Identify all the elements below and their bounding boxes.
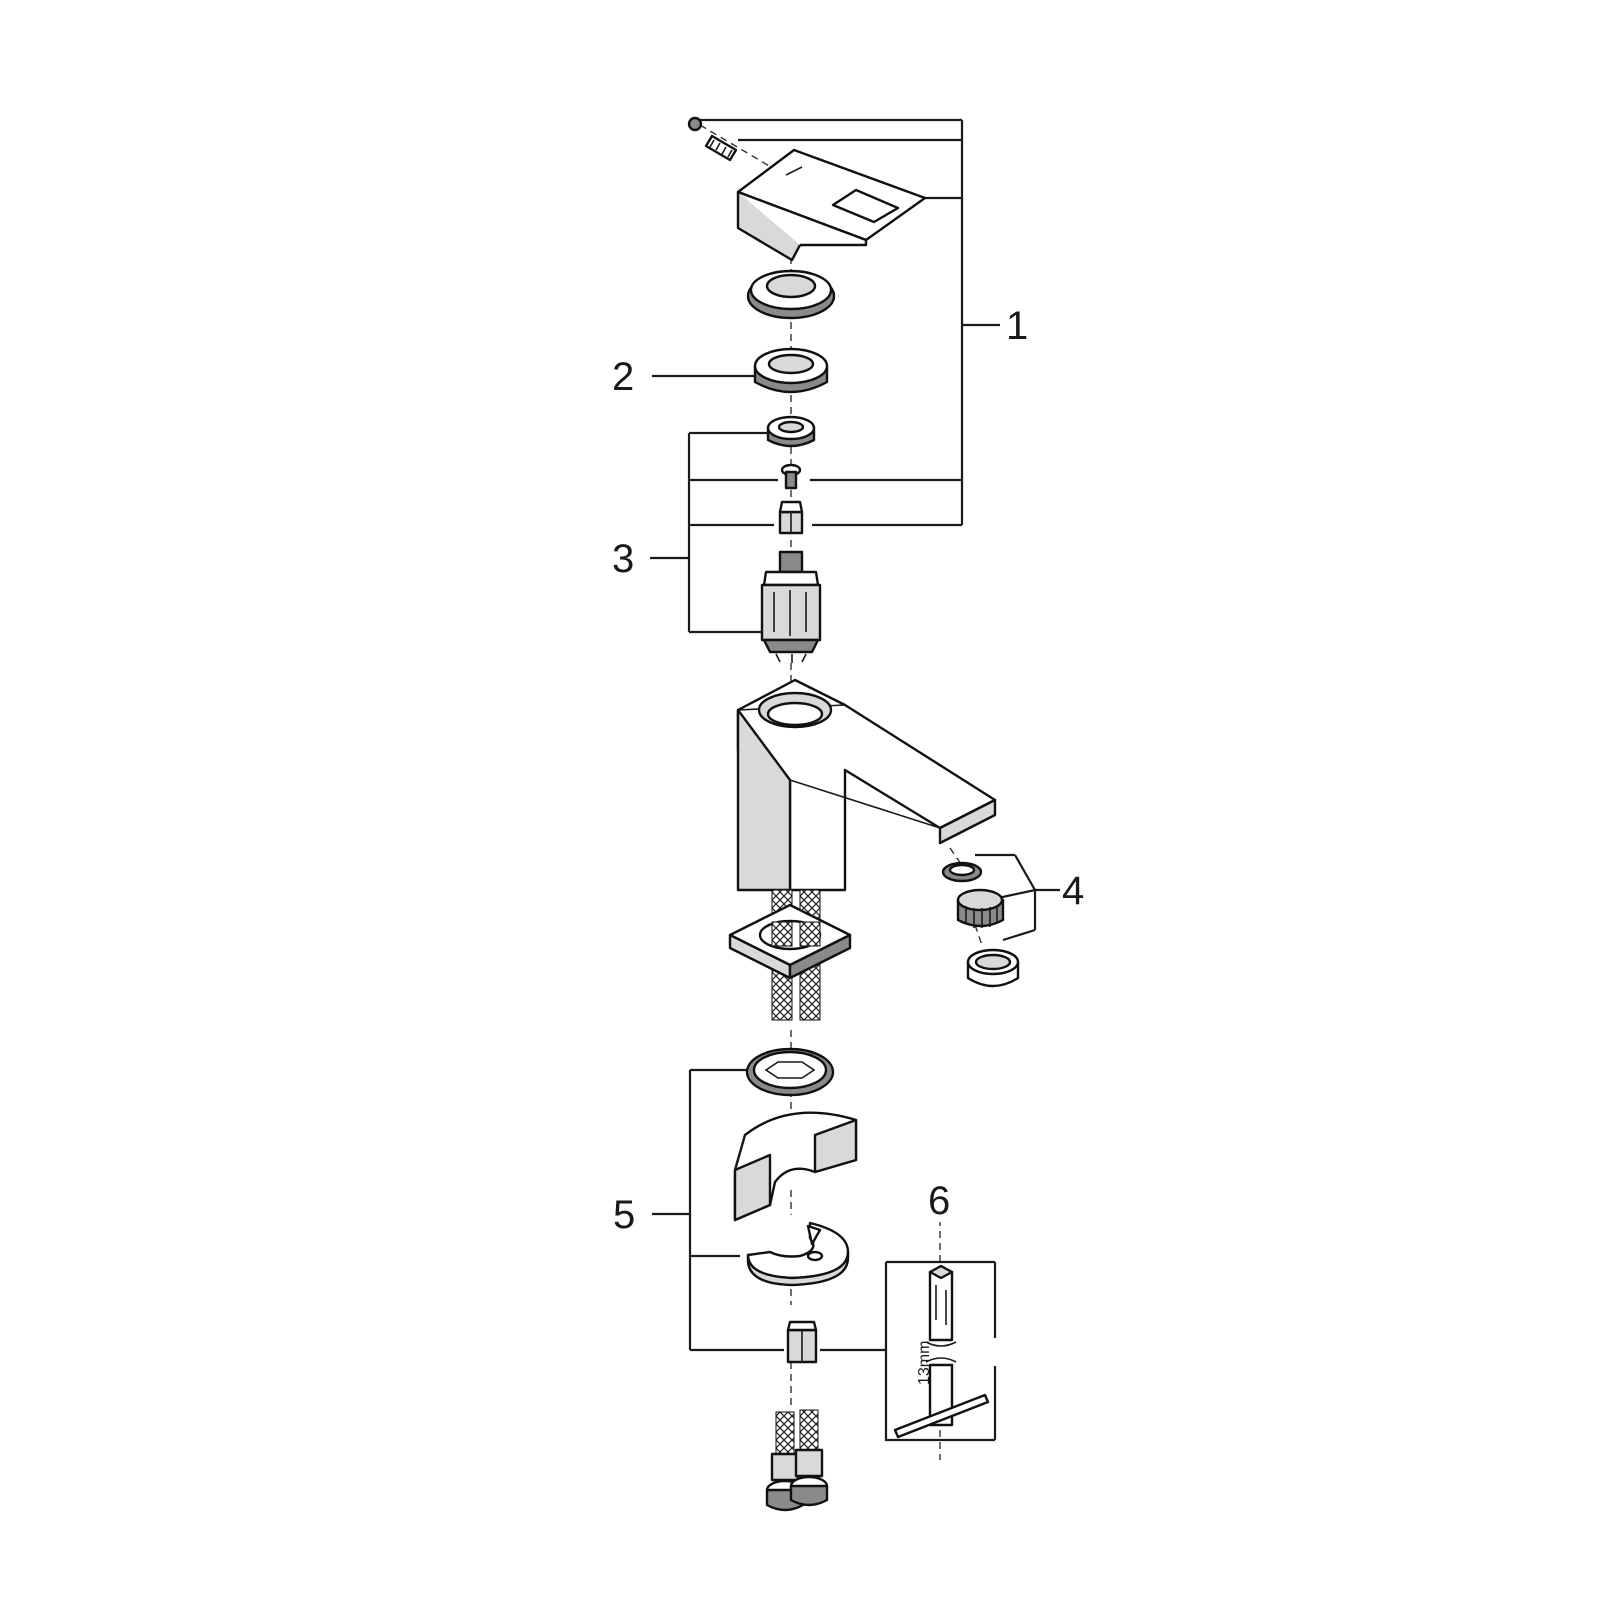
clamping-crescent: [746, 1221, 850, 1287]
aerator-housing: [966, 948, 1020, 988]
cover-ring: [746, 269, 836, 320]
callout-label-1: 1: [1006, 304, 1028, 348]
cartridge: [760, 550, 822, 663]
callout-5-leaders: [652, 1068, 886, 1352]
callout-3-leaders: [650, 431, 778, 634]
spindle-extension: [778, 500, 804, 535]
grub-screw: [704, 134, 738, 162]
cartridge-nut: [753, 347, 829, 394]
faucet-body: [736, 678, 997, 892]
callout-label-3: 3: [612, 537, 634, 581]
screw-cap: [687, 116, 703, 132]
wrench-panel: [884, 1260, 997, 1442]
base-gasket: [745, 1047, 835, 1097]
callout-4-leaders: [975, 853, 1060, 942]
base-plate: [728, 903, 852, 980]
aerator-insert: [956, 888, 1005, 928]
fixing-nut: [786, 1320, 818, 1364]
callout-label-6: 6: [928, 1179, 950, 1223]
assembly-axis: [699, 124, 983, 1460]
callout-label-5: 5: [613, 1193, 635, 1237]
aerator-seal: [941, 861, 983, 883]
countertop-section: [733, 1111, 858, 1222]
hose-connectors: [765, 1409, 829, 1512]
lever-handle: [736, 148, 927, 262]
socket-wrench-13mm: [893, 1264, 990, 1439]
adapter-ring: [766, 415, 816, 448]
small-screw: [780, 463, 802, 490]
callout-label-2: 2: [612, 355, 634, 399]
wrench-size-label: 13mm: [916, 1341, 933, 1385]
callout-label-4: 4: [1062, 869, 1084, 913]
callout-1-leaders: [700, 118, 1000, 527]
